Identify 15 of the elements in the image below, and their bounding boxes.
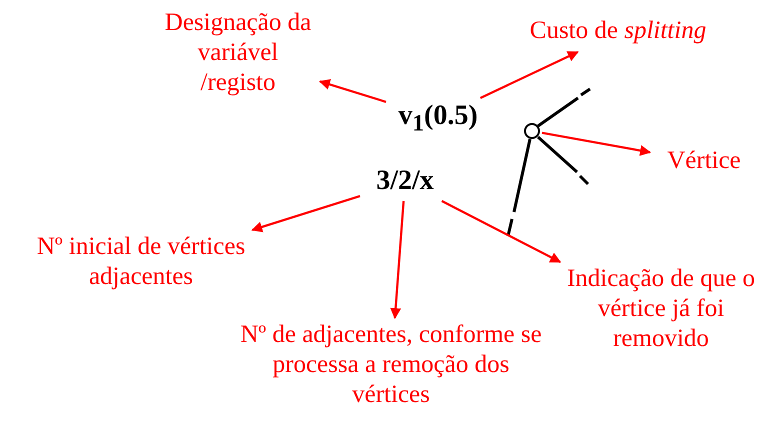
annotation-text: Custo de splitting: [528, 16, 708, 46]
arrow: [441, 200, 562, 263]
annotation-text: Nº de adjacentes, conforme se processa a remoção dos vértices: [239, 320, 543, 410]
annotation-text: Designação da variável /registo: [164, 8, 312, 98]
arrow: [251, 195, 360, 232]
vertex-circle: [524, 123, 540, 139]
annotation-text: Indicação de que o vértice já foi removido: [566, 264, 756, 354]
arrow: [318, 79, 386, 103]
arrow: [542, 132, 652, 156]
variable-label: v$_{1}$(0.5): [397, 100, 479, 139]
arrow: [480, 51, 579, 99]
arrow: [390, 200, 405, 320]
annotation-text: Vértice: [666, 146, 742, 176]
variable-label: 3/2/x: [375, 165, 435, 197]
annotation-text: Nº inicial de vértices adjacentes: [36, 232, 246, 292]
